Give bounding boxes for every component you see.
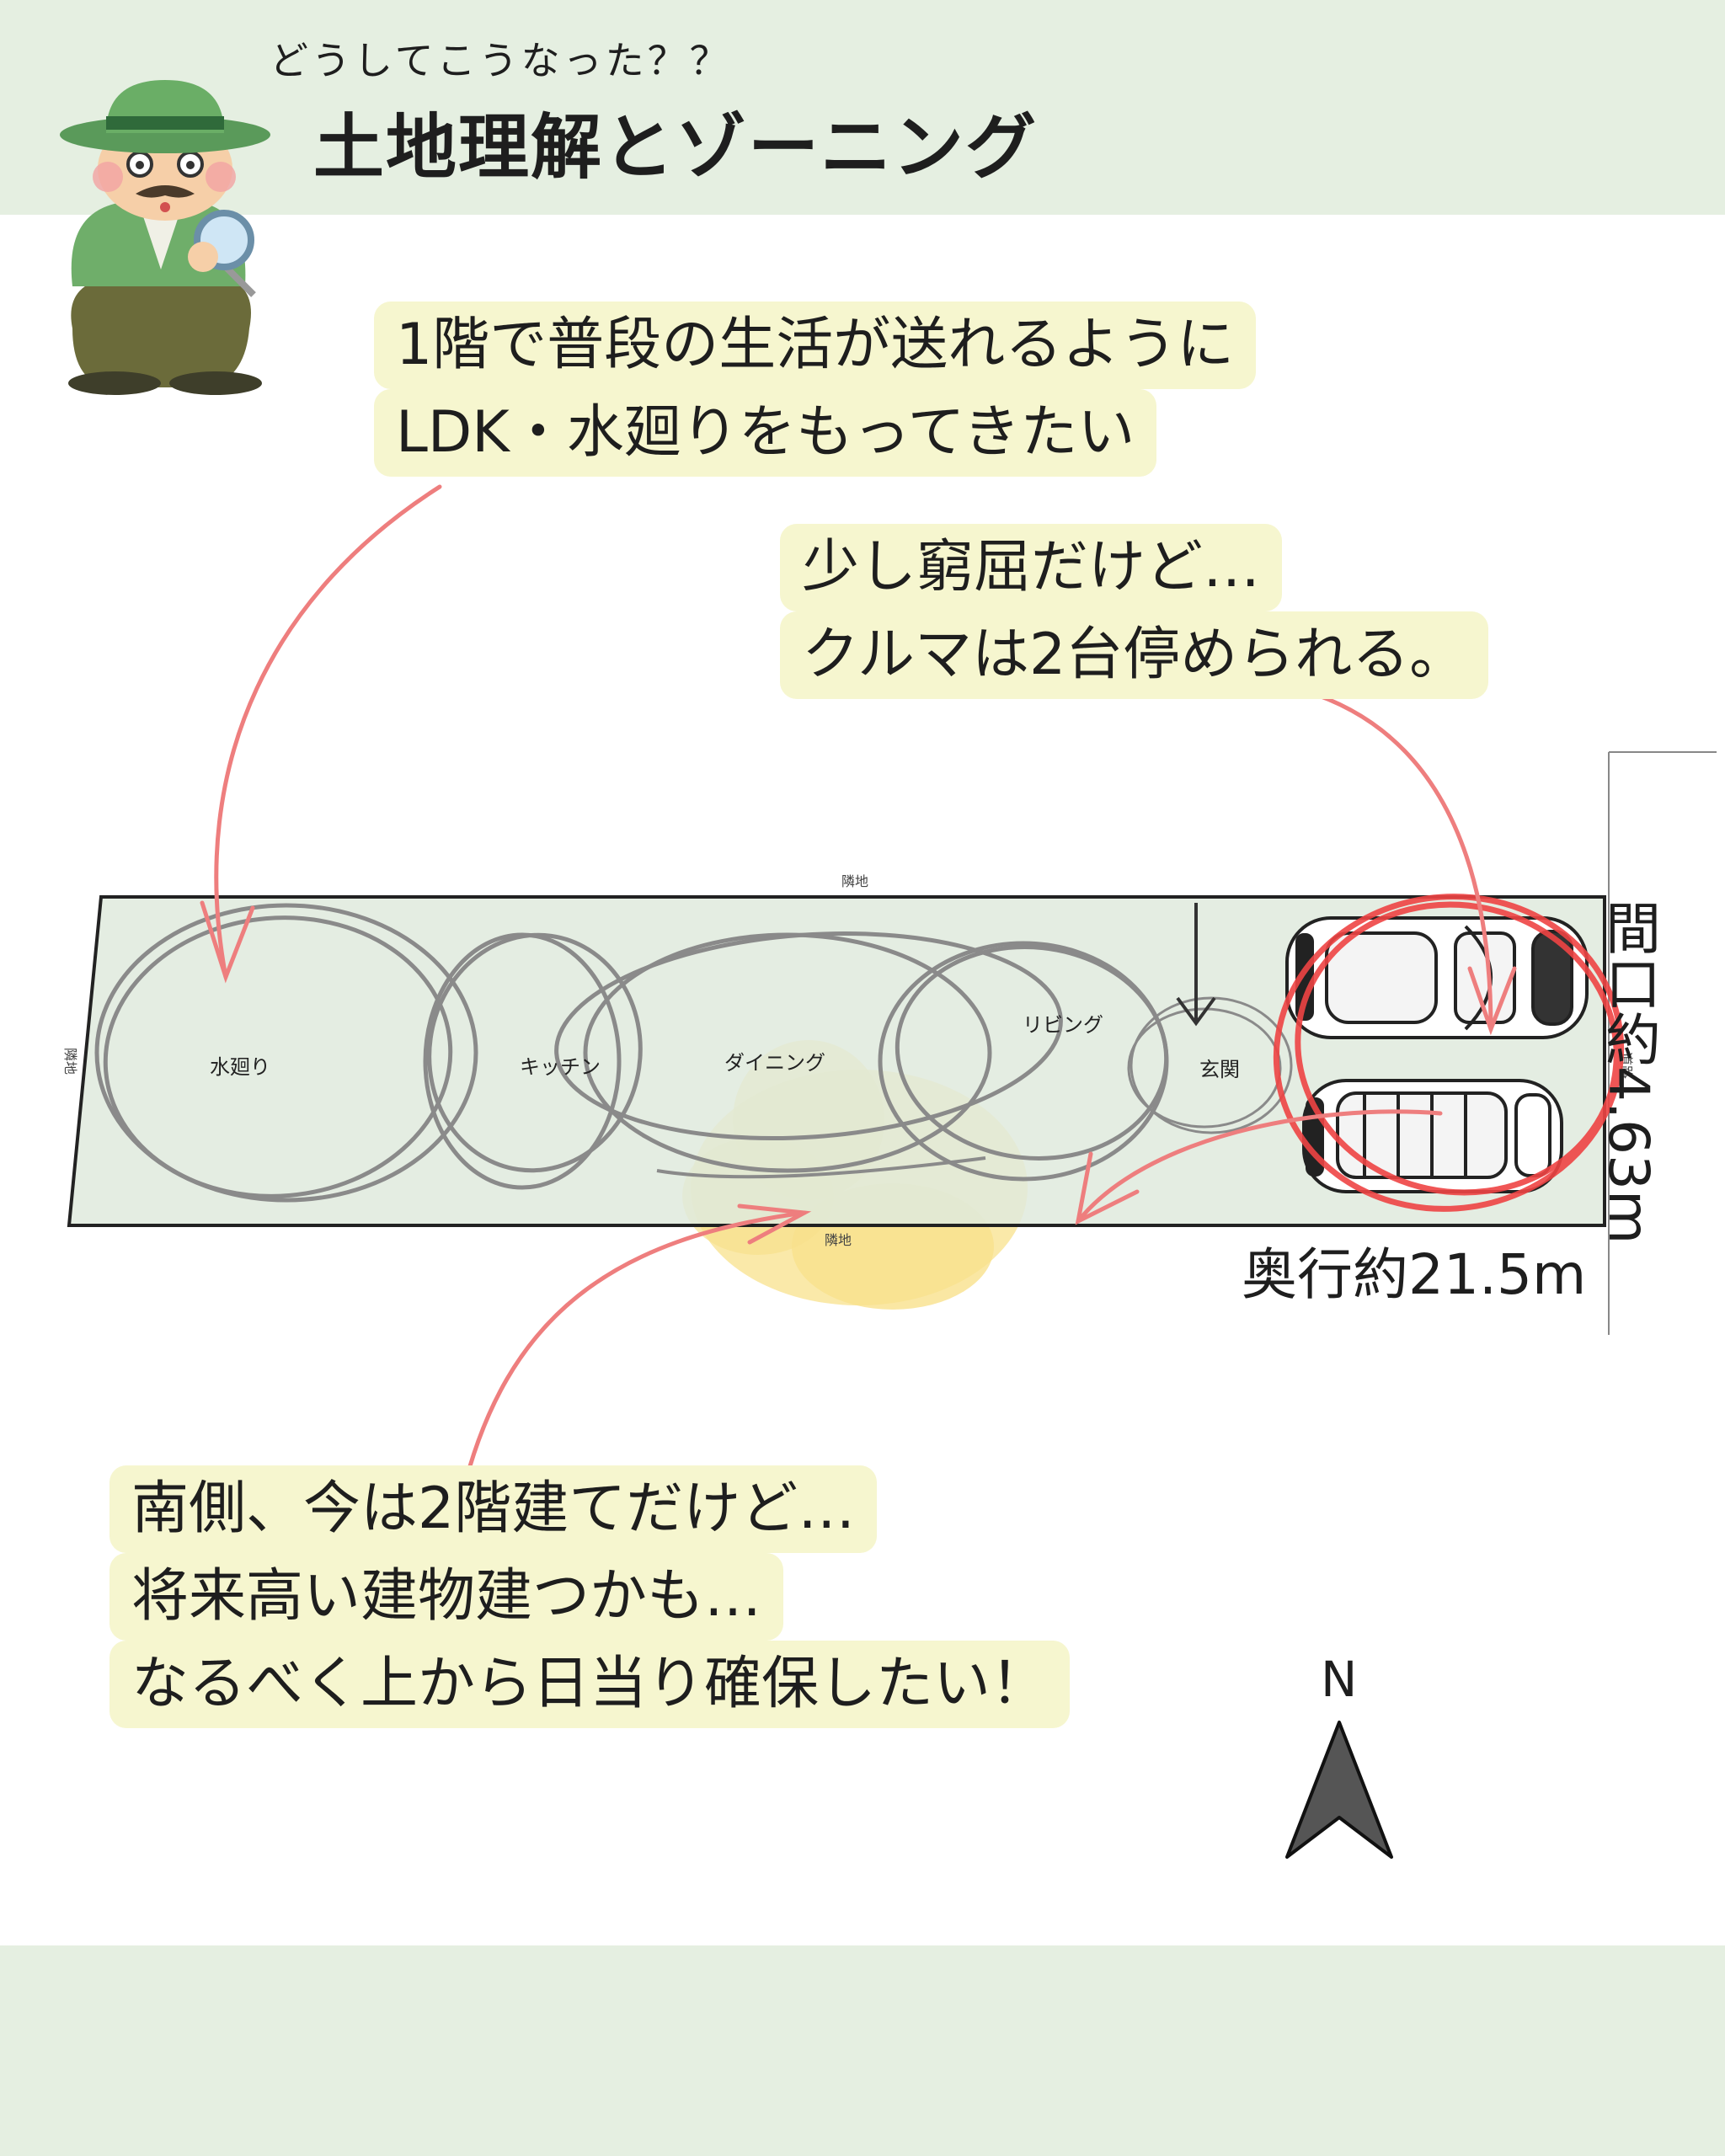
note-parking-line-2: クルマは2台停められる。 [780,611,1489,699]
note-south-line-2: 将来高い建物建つかも… [109,1553,784,1641]
note-south-line-1: 南側、今は2階建てだけど… [109,1465,878,1553]
zone-label-dining: ダイニング [724,1051,825,1075]
annotation-arrows [200,484,1517,1500]
detective-mascot-illustration [60,80,270,395]
arrow-south-from-note [459,1210,807,1500]
zone-label-water: 水廻り [210,1055,270,1079]
zone-sketches [94,903,1293,1203]
parking-highlight [1273,894,1625,1212]
arrow-ldk [214,484,442,979]
west-neighbor-label: 隣地 [62,1048,78,1075]
zone-label-entrance: 玄関 [1199,1058,1240,1081]
car-top [1285,916,1589,1039]
note-south-line-3: なるべく上から日当り確保したい！ [109,1641,1071,1728]
note-parking-line-1: 少し窮屈だけど… [780,524,1283,611]
frontage-dimension-label: 間口約4.63m [1596,899,1661,1245]
note-south: 南側、今は2階建てだけど… 将来高い建物建つかも… なるべく上から日当り確保した… [109,1465,1071,1728]
north-neighbor-label: 隣地 [841,873,868,889]
footer-band [0,1945,1725,2156]
water-zone-oval [94,903,478,1203]
entrance-zone-oval [1130,996,1293,1134]
zone-label-kitchen: キッチン [520,1055,601,1079]
south-neighbor-label: 隣地 [825,1232,852,1248]
arrow-parking [1301,688,1493,1032]
note-ldk-line-1: 1階で普段の生活が送れるように [374,302,1257,389]
page-title: 土地理解とゾーニング [313,106,1039,189]
page-subtitle: どうしてこうなった？？ [270,38,732,83]
north-arrow-icon [1285,1721,1393,1859]
arrow-sun-from-parking [1076,1109,1443,1224]
header-band [0,0,1725,215]
note-parking: 少し窮屈だけど… クルマは2台停められる。 [780,524,1489,699]
note-ldk-line-2: LDK・水廻りをもってきたい [374,389,1157,477]
note-ldk: 1階で普段の生活が送れるように LDK・水廻りをもってきたい [374,302,1257,477]
depth-dimension-label: 奥行約21.5m [1242,1242,1587,1307]
north-label: N [1321,1651,1358,1708]
zone-label-living: リビング [1023,1013,1103,1037]
